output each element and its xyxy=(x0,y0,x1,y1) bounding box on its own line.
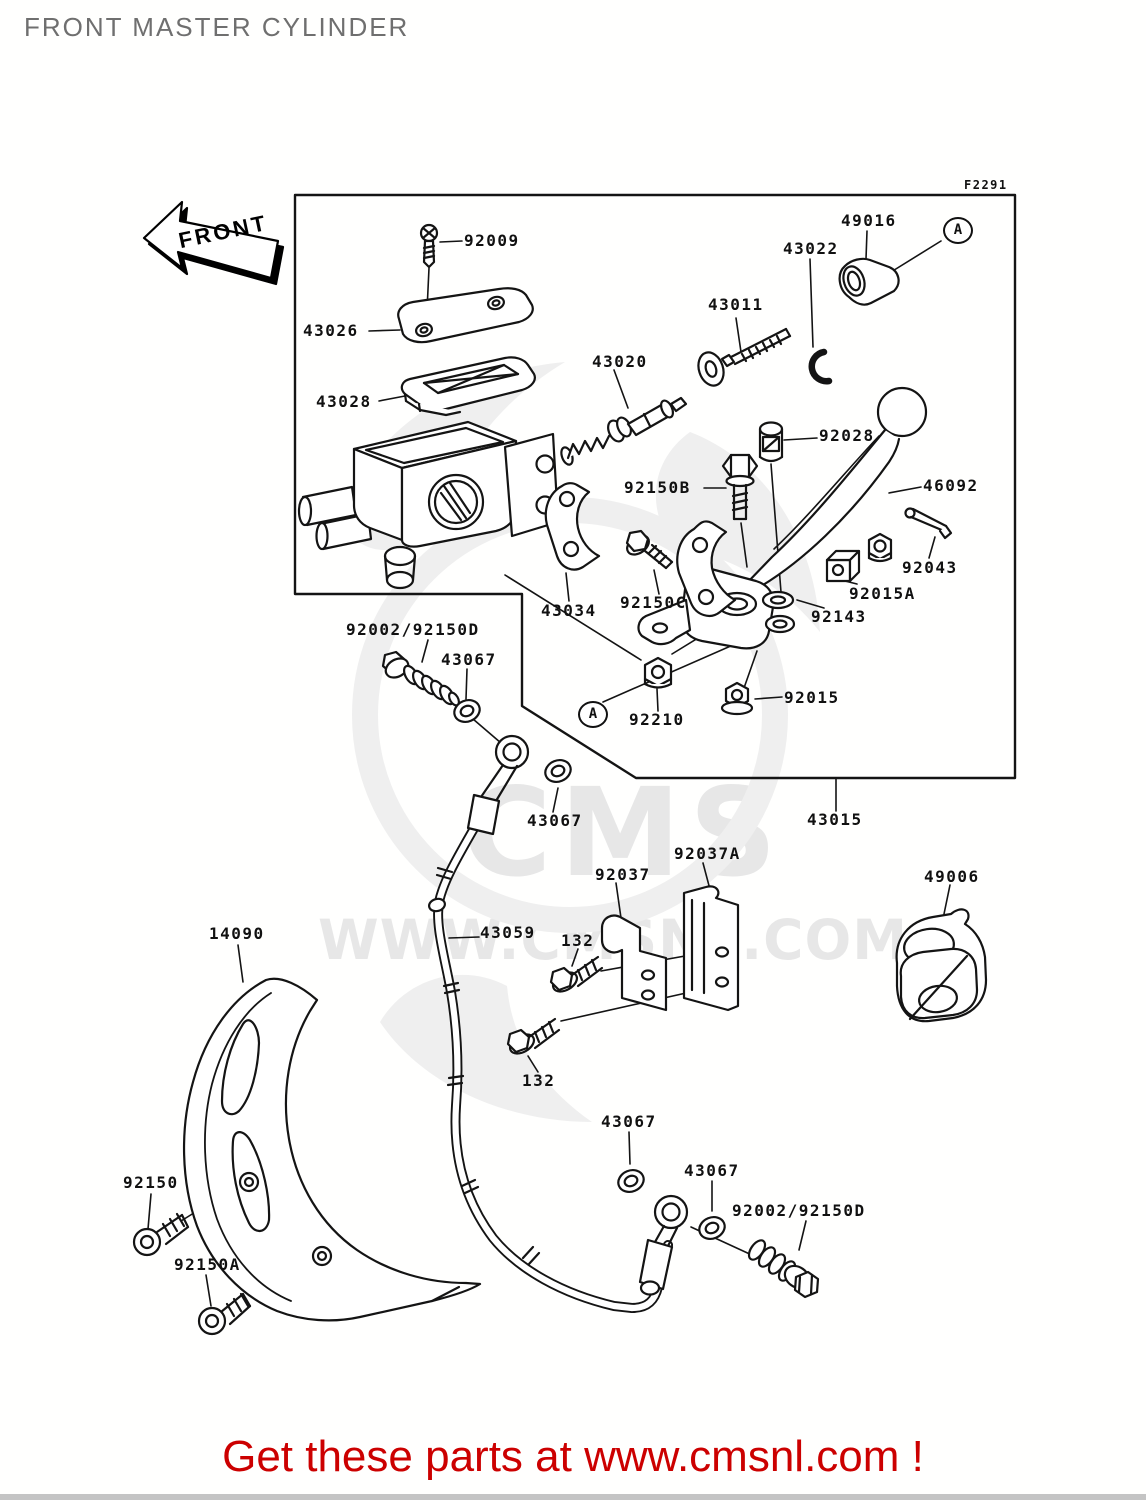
nut-92015-drawing xyxy=(720,681,754,716)
eclip-43022-drawing xyxy=(808,348,833,385)
part-label-92143: 92143 xyxy=(811,607,867,626)
part-label-92150A: 92150A xyxy=(174,1255,241,1274)
washer-43067-drawings xyxy=(453,699,726,1240)
pin-92043-drawing xyxy=(867,507,953,563)
part-label-132-a: 132 xyxy=(561,931,595,950)
part-label-43067-d: 43067 xyxy=(684,1161,740,1180)
adjuster-92028-drawing xyxy=(758,421,784,463)
bolt-132-drawings xyxy=(506,955,604,1055)
boot-49006-drawing xyxy=(895,908,988,1023)
assembly-box-outline xyxy=(293,193,1017,780)
ref-circle-A-top: A xyxy=(943,217,973,244)
part-label-49016: 49016 xyxy=(841,211,897,230)
hose-43059-drawing xyxy=(428,734,689,1313)
screw-92150-drawing xyxy=(132,1212,190,1257)
part-label-43034: 43034 xyxy=(541,601,597,620)
part-label-43067-c: 43067 xyxy=(601,1112,657,1131)
part-label-92037A: 92037A xyxy=(674,844,741,863)
page-title: FRONT MASTER CYLINDER xyxy=(24,12,410,42)
part-label-92009: 92009 xyxy=(464,231,520,250)
part-label-92037: 92037 xyxy=(595,865,651,884)
part-label-92002-92150D-top: 92002/92150D xyxy=(346,620,480,639)
nut-92015A-drawing xyxy=(825,549,861,583)
part-label-43067-b: 43067 xyxy=(527,811,583,830)
banjo-bolt-top-drawing xyxy=(381,650,461,707)
cap-43026-drawing xyxy=(397,287,534,344)
part-label-43020: 43020 xyxy=(592,352,648,371)
part-label-43022: 43022 xyxy=(783,239,839,258)
part-label-92002-92150D-bottom: 92002/92150D xyxy=(732,1201,866,1220)
boot-49016-drawing xyxy=(838,257,900,306)
rod-43011-drawing xyxy=(697,327,792,387)
part-label-92210: 92210 xyxy=(629,710,685,729)
collar-92143-drawing xyxy=(761,590,796,634)
banjo-bolt-bottom-drawing xyxy=(747,1239,820,1299)
part-label-43059: 43059 xyxy=(480,923,536,942)
screw-92150A-drawing xyxy=(197,1292,252,1336)
diaphragm-43028-drawing xyxy=(400,356,536,417)
screw-92009-drawing xyxy=(419,223,439,269)
part-label-43028: 43028 xyxy=(316,392,372,411)
part-label-92150C: 92150C xyxy=(620,593,687,612)
bracket-92037A-drawing xyxy=(682,885,740,1012)
bottom-divider xyxy=(0,1494,1146,1500)
part-label-92015: 92015 xyxy=(784,688,840,707)
part-label-92150B: 92150B xyxy=(624,478,691,497)
bolt-92150C-drawing xyxy=(625,529,674,570)
part-label-14090: 14090 xyxy=(209,924,265,943)
guard-14090-drawing xyxy=(182,977,482,1322)
piston-43020-drawing xyxy=(560,396,688,466)
part-label-132-b: 132 xyxy=(522,1071,556,1090)
bolt-92150B-drawing xyxy=(721,453,759,521)
part-label-92015A: 92015A xyxy=(849,584,916,603)
part-label-43026: 43026 xyxy=(303,321,359,340)
master-cylinder-body-drawing xyxy=(297,420,560,590)
part-label-46092: 46092 xyxy=(923,476,979,495)
part-label-43015: 43015 xyxy=(807,810,863,829)
footer-promo-link[interactable]: Get these parts at www.cmsnl.com ! xyxy=(222,1432,924,1481)
part-label-43067-a: 43067 xyxy=(441,650,497,669)
clamp-43034-drawing xyxy=(544,482,737,617)
bracket-92037-drawing xyxy=(600,914,668,1012)
nut-92210-drawing xyxy=(643,656,673,689)
part-label-92150: 92150 xyxy=(123,1173,179,1192)
part-label-92043: 92043 xyxy=(902,558,958,577)
part-label-49006: 49006 xyxy=(924,867,980,886)
figure-code: F2291 xyxy=(964,178,1008,192)
part-label-92028: 92028 xyxy=(819,426,875,445)
ref-circle-A-bottom: A xyxy=(578,701,608,728)
part-label-43011: 43011 xyxy=(708,295,764,314)
front-direction-arrow xyxy=(142,200,285,286)
